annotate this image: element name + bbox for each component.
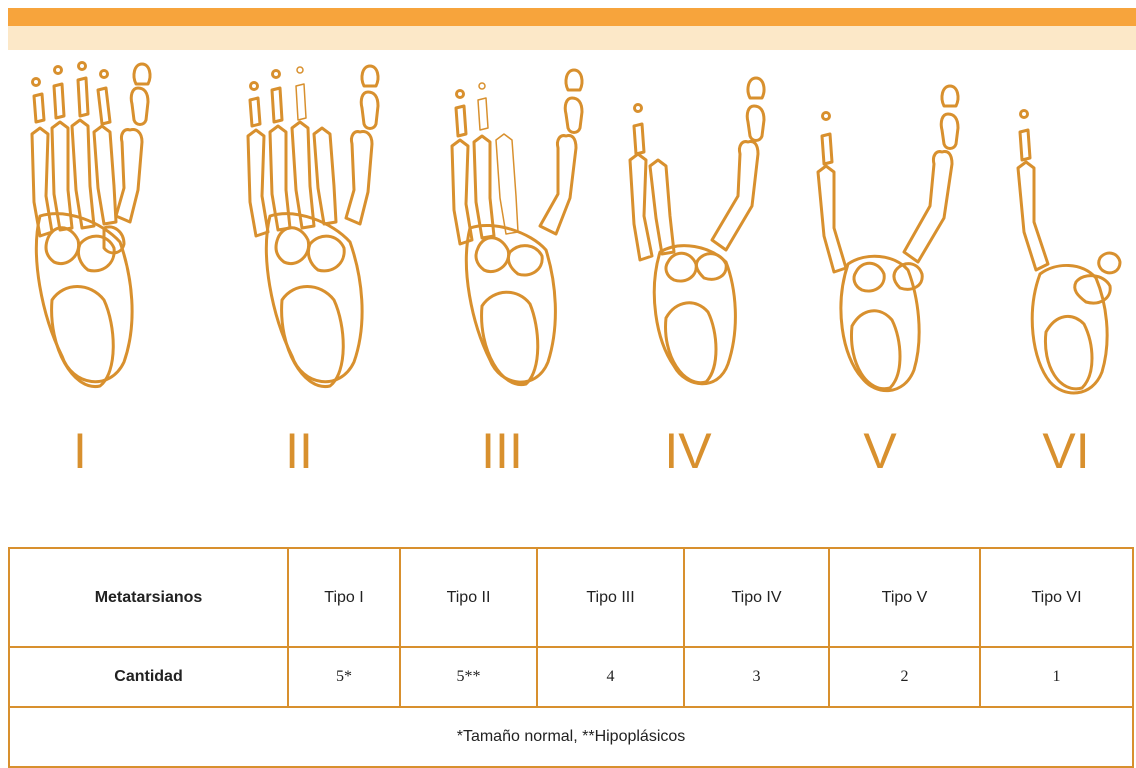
table-footnote: *Tamaño normal, **Hipoplásicos bbox=[9, 707, 1133, 767]
cell-cantidad-iv: 3 bbox=[684, 647, 829, 707]
cell-cantidad-iii: 4 bbox=[537, 647, 684, 707]
type-numeral-II: II bbox=[285, 423, 313, 479]
foot-skeleton-type-I bbox=[32, 63, 150, 387]
cell-cantidad-ii: 5** bbox=[400, 647, 537, 707]
type-numeral-V: V bbox=[863, 423, 897, 479]
type-numeral-I: I bbox=[73, 423, 87, 479]
cell-tipo-v: Tipo V bbox=[829, 548, 980, 647]
row-header-cantidad: Cantidad bbox=[9, 647, 288, 707]
foot-skeleton-type-III bbox=[452, 70, 582, 385]
foot-skeleton-type-VI bbox=[1018, 111, 1120, 393]
table-row-footnote: *Tamaño normal, **Hipoplásicos bbox=[9, 707, 1133, 767]
type-numeral-VI: VI bbox=[1042, 423, 1089, 479]
cell-tipo-i: Tipo I bbox=[288, 548, 400, 647]
metatarsal-types-table: Metatarsianos Tipo I Tipo II Tipo III Ti… bbox=[8, 547, 1132, 764]
cell-tipo-vi: Tipo VI bbox=[980, 548, 1133, 647]
table-row-cantidad: Cantidad 5* 5** 4 3 2 1 bbox=[9, 647, 1133, 707]
cell-tipo-ii: Tipo II bbox=[400, 548, 537, 647]
cell-cantidad-i: 5* bbox=[288, 647, 400, 707]
cell-cantidad-v: 2 bbox=[829, 647, 980, 707]
top-white-stripe bbox=[0, 0, 1136, 8]
row-header-metatarsianos: Metatarsianos bbox=[9, 548, 288, 647]
cell-tipo-iv: Tipo IV bbox=[684, 548, 829, 647]
foot-skeleton-type-IV bbox=[630, 78, 764, 384]
foot-skeleton-diagram: I II III IV V VI bbox=[0, 56, 1136, 496]
type-numeral-IV: IV bbox=[664, 423, 712, 479]
foot-skeleton-type-II bbox=[248, 66, 378, 387]
cell-tipo-iii: Tipo III bbox=[537, 548, 684, 647]
header-band-light bbox=[8, 26, 1136, 50]
type-numeral-III: III bbox=[481, 423, 523, 479]
foot-skeleton-type-V bbox=[818, 86, 958, 391]
header-band-orange bbox=[8, 8, 1136, 26]
cell-cantidad-vi: 1 bbox=[980, 647, 1133, 707]
table-row-metatarsianos: Metatarsianos Tipo I Tipo II Tipo III Ti… bbox=[9, 548, 1133, 647]
